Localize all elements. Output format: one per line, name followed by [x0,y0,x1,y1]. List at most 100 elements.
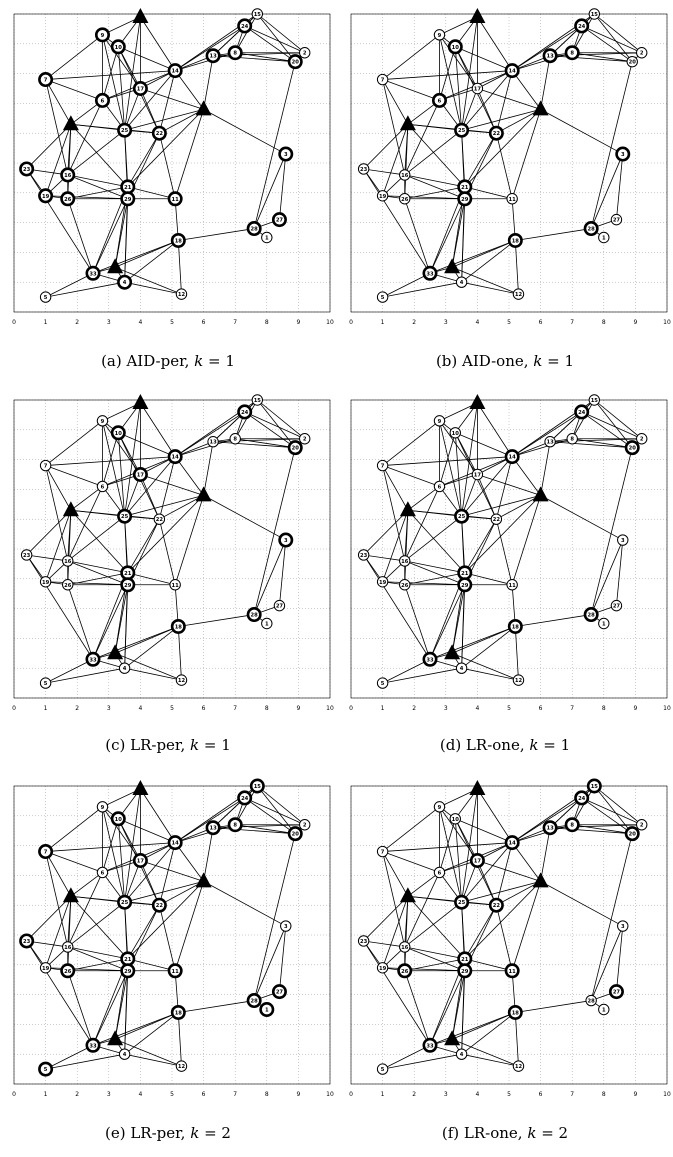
edge [382,195,465,200]
edge [594,399,642,440]
edge [26,123,72,170]
x-tick-label: 8 [602,1091,606,1098]
edge [253,447,296,615]
edge [404,584,431,660]
x-tick-label: 0 [349,705,353,712]
node-circle [170,232,186,248]
x-tick-label: 10 [326,705,334,712]
edge [127,958,176,972]
x-tick-label: 5 [170,1091,174,1098]
edge [382,34,440,80]
edge [124,842,176,903]
edge [45,465,103,487]
node-label: 27 [613,218,621,224]
node-label: 12 [515,1064,523,1070]
node-circle [151,125,167,141]
edge [404,174,465,188]
x-tick-label: 0 [12,1091,16,1098]
node-circle [399,555,411,567]
x-tick-label: 4 [475,705,479,712]
caption-k-value: = 1 [547,352,575,370]
x-tick-label: 2 [75,1091,79,1098]
edge [92,626,179,660]
edge [382,465,440,487]
edge [461,667,519,681]
edge [382,124,409,196]
edge [464,904,497,960]
x-tick-label: 0 [12,705,16,712]
node-label: 29 [461,197,469,203]
edge [511,25,582,71]
node-circle [399,193,411,205]
edge [439,474,478,487]
node-label: 17 [137,859,145,865]
edge [581,797,642,826]
node-circle [60,963,76,979]
node-circle [457,577,473,593]
node-label: 4 [123,1052,127,1058]
anchors [62,393,212,660]
node-label: 33 [426,1043,434,1049]
node-circle [507,1004,523,1020]
node-label: 11 [509,969,517,975]
edge [404,560,465,574]
caption-k: k [189,736,200,754]
node-label: 19 [42,194,50,200]
edge [257,785,296,834]
node-label: 28 [251,227,259,233]
edge [439,432,456,487]
edge [363,509,409,556]
edge [496,881,541,906]
edge [235,824,296,835]
edge [45,1044,94,1070]
caption-k: k [533,352,543,370]
node-label: 10 [115,431,123,437]
node-label: 13 [546,54,554,60]
node-label: 23 [23,553,31,559]
node-label: 18 [175,238,183,244]
node-circle [376,845,389,858]
edge [102,818,119,873]
edge [102,34,125,131]
edge [67,901,125,948]
caption-label: (d) LR-one, [439,736,530,754]
node-circle [167,835,183,851]
edge [124,198,129,283]
edge [581,25,642,54]
grid [13,13,331,313]
node-circle [457,191,473,207]
edge [213,827,296,835]
node-label: 14 [172,841,180,847]
edge [127,904,160,960]
edge [382,465,409,511]
node-circle [376,190,389,202]
edge [92,198,129,274]
edge [124,970,129,1055]
node-label: 26 [64,583,72,589]
node-circle [504,963,520,979]
edge [404,100,440,176]
node-circle [227,45,243,61]
node-label: 5 [44,681,48,687]
edge [26,895,72,942]
node-circle [96,801,109,813]
edge [616,540,624,606]
node-circle [237,790,253,806]
edge [382,79,406,176]
edge [451,970,466,1040]
node-circle [399,941,411,953]
edge [117,432,125,517]
x-tick-label: 8 [265,1091,269,1098]
edge [451,1038,519,1067]
edge [102,46,119,101]
edge [429,1012,516,1046]
node-label: 33 [426,657,434,663]
node-circle [110,39,126,55]
edge [203,495,286,541]
edge [616,926,624,992]
node-label: 18 [512,624,520,630]
edge [572,438,633,449]
